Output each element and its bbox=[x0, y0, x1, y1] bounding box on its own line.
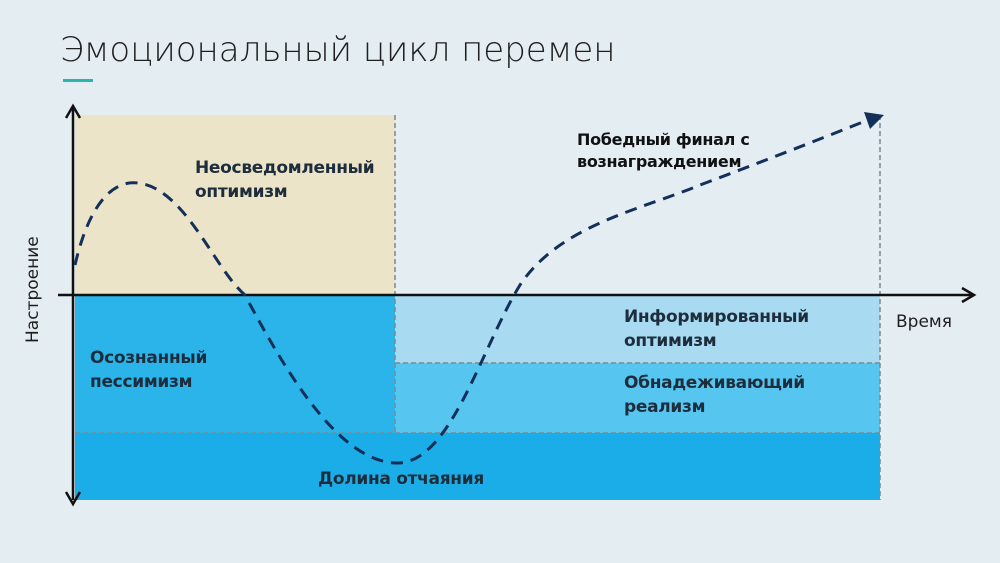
zone-valley-of-despair bbox=[75, 433, 880, 500]
zone-informed-pessimism bbox=[75, 295, 395, 433]
emotion-curve bbox=[73, 118, 869, 465]
label-uninformed-optimism: Неосведомленный оптимизм bbox=[195, 158, 375, 202]
page-title: Эмоциональный цикл перемен bbox=[60, 30, 616, 70]
x-axis-arrow bbox=[961, 286, 977, 304]
label-success: Победный финал с вознаграждением bbox=[577, 130, 750, 171]
label-informed-optimism: Информированный оптимизм bbox=[624, 307, 809, 351]
label-hopeful-realism: Обнадеживающий реализм bbox=[624, 373, 805, 417]
label-valley-of-despair: Долина отчаяния bbox=[318, 469, 484, 489]
y-axis-arrow-up bbox=[64, 103, 82, 119]
zone-uninformed-optimism bbox=[75, 115, 395, 295]
y-axis-label: Настроение bbox=[23, 236, 43, 343]
zone-informed-optimism bbox=[395, 295, 880, 363]
curve-arrowhead bbox=[864, 112, 884, 129]
title-underline bbox=[63, 79, 93, 82]
y-axis-arrow-down bbox=[64, 491, 82, 507]
x-axis-label: Время bbox=[896, 312, 952, 332]
label-informed-pessimism: Осознанный пессимизм bbox=[90, 348, 208, 392]
